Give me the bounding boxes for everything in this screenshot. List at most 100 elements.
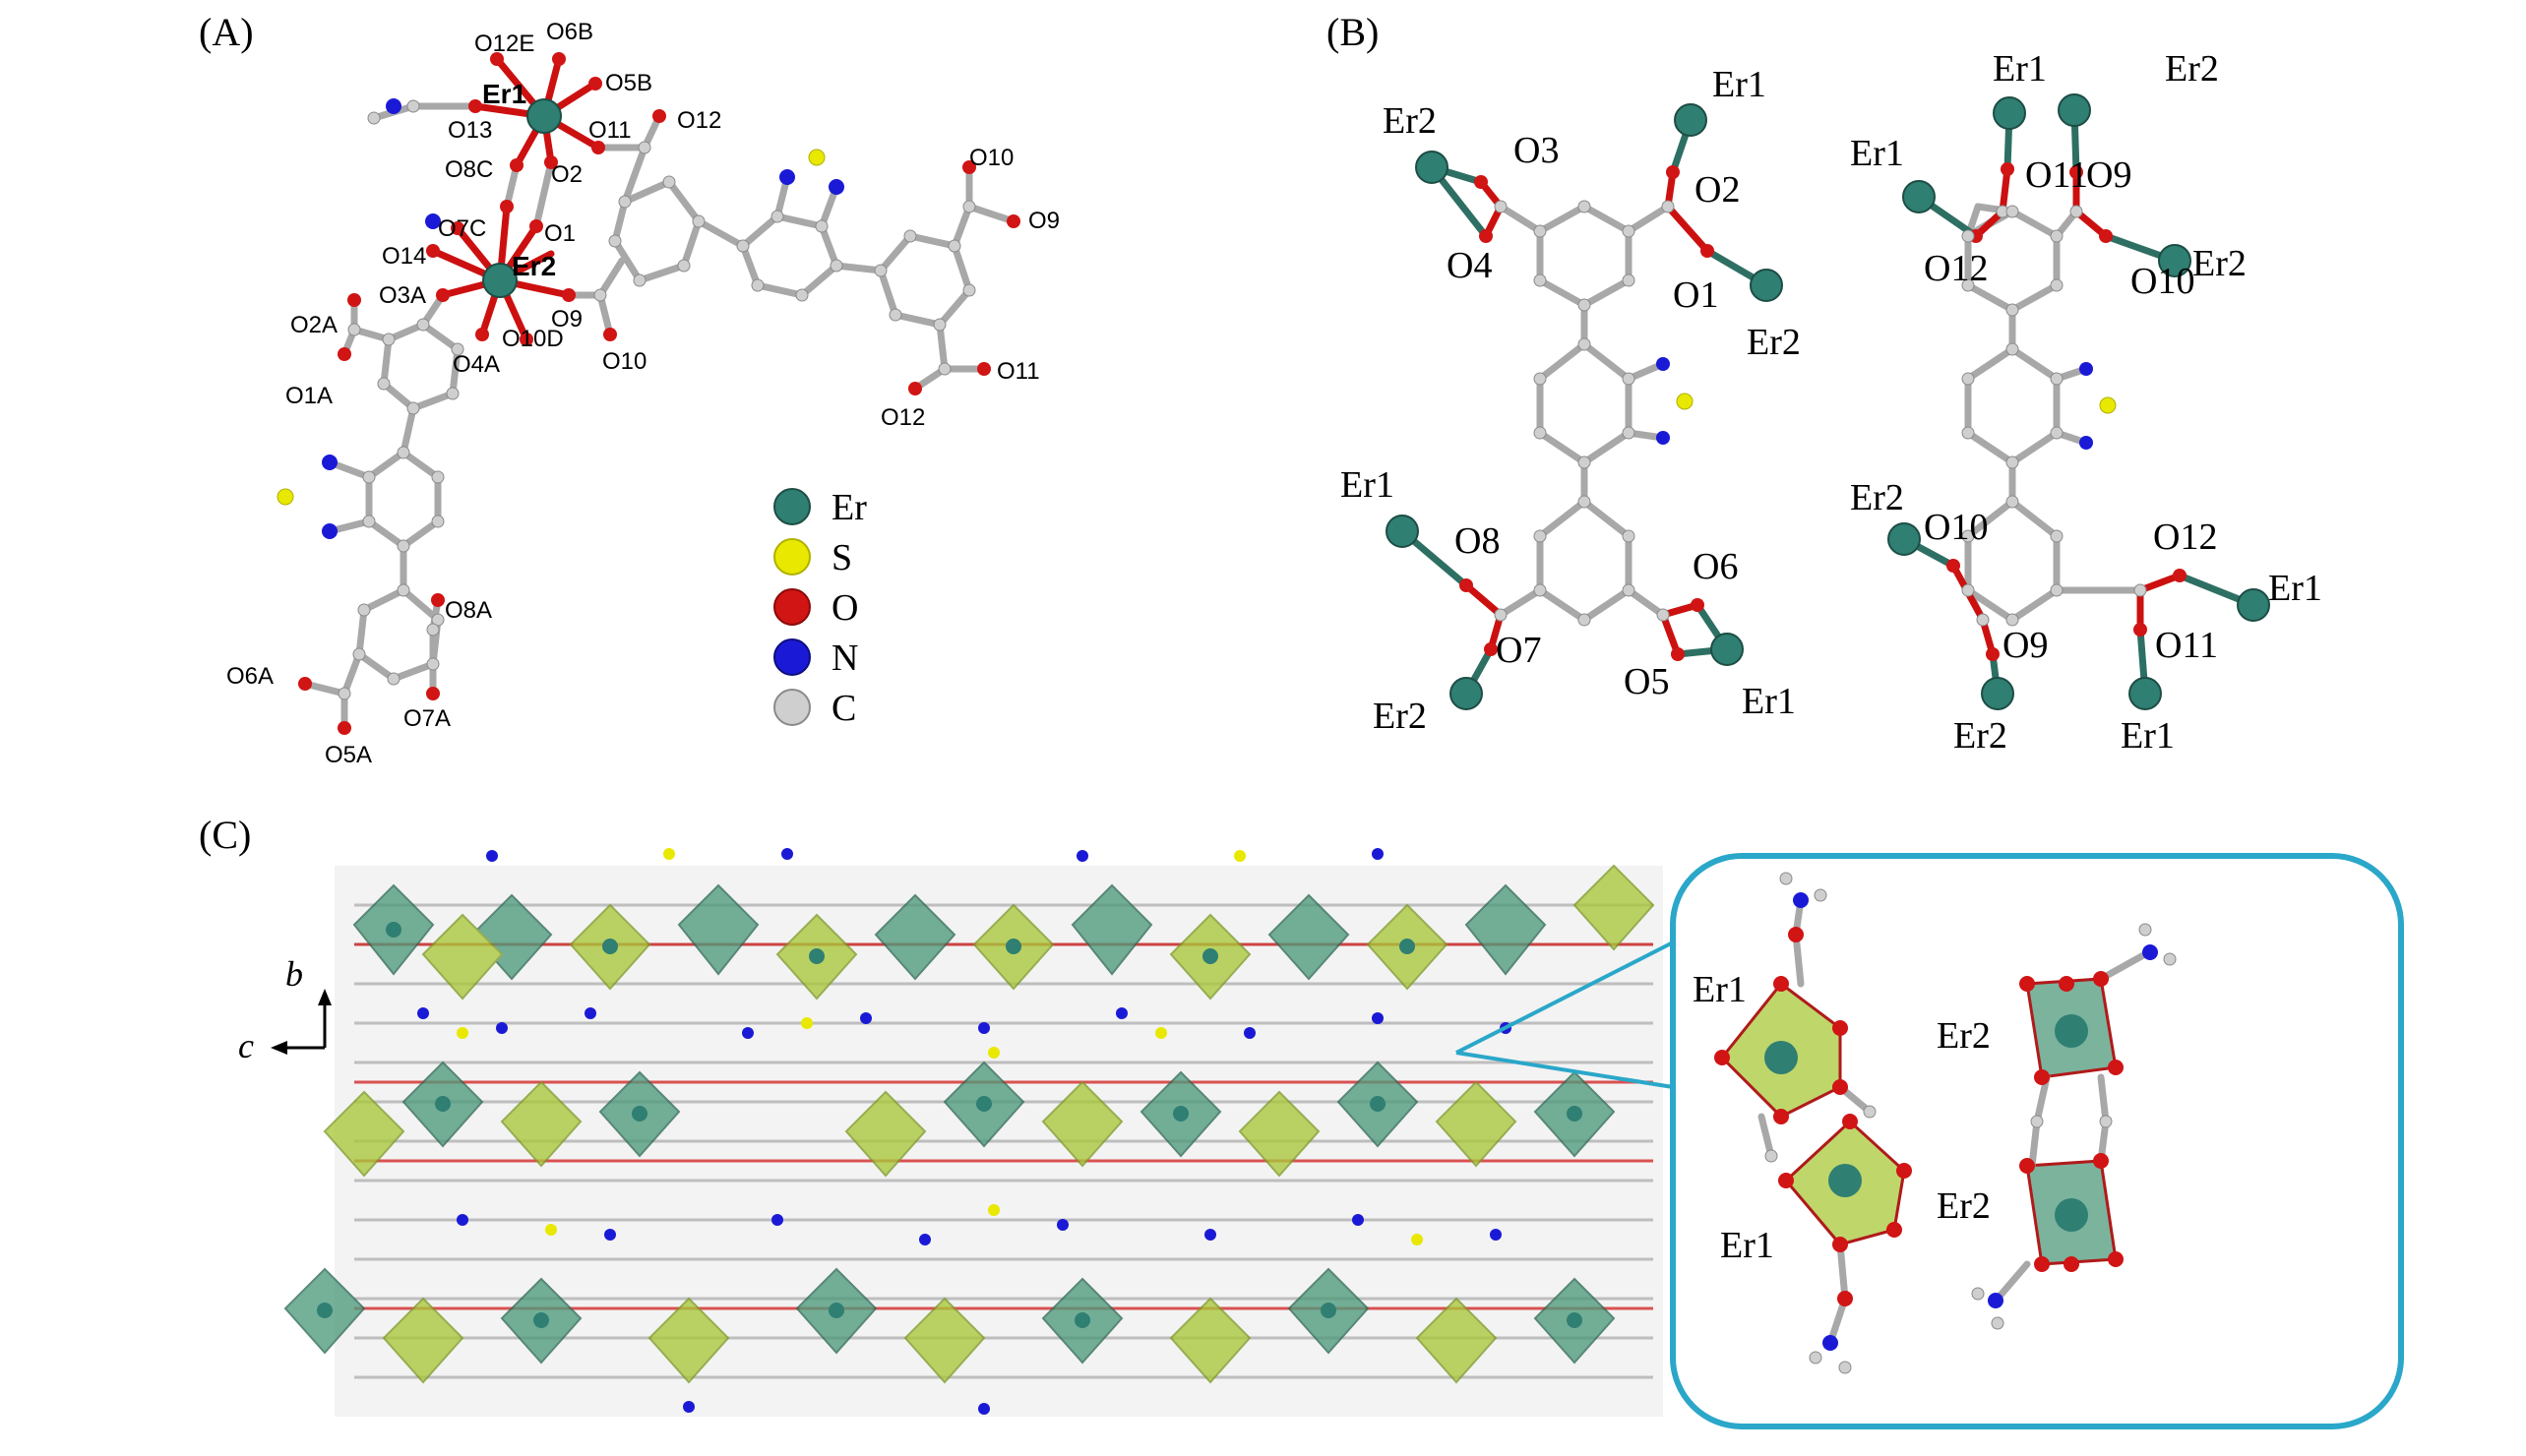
b-right-er2-left: Er2	[1850, 477, 1904, 518]
legend-item-o: O	[773, 587, 858, 629]
b-right-o11-top: O11	[2025, 154, 2088, 196]
label-o2a: O2A	[290, 312, 338, 338]
label-o5a: O5A	[325, 742, 372, 768]
label-o9-a: O9	[551, 306, 583, 333]
b-left-er2-bottom: Er2	[1373, 696, 1427, 737]
panel-label-c: (C)	[199, 813, 251, 857]
inset-label-er1-top: Er1	[1693, 969, 1747, 1010]
label-o4a: O4A	[453, 351, 500, 378]
legend-item-s: S	[773, 537, 852, 578]
label-o9-b-tail: O9	[1028, 208, 1060, 234]
b-left-o5: O5	[1624, 661, 1669, 702]
legend-n-label: N	[832, 637, 858, 679]
label-o2-a: O2	[551, 161, 583, 188]
label-o3a: O3A	[379, 282, 426, 309]
panel-c-framework	[283, 848, 1663, 1417]
panel-a-bonds	[301, 55, 1017, 732]
label-o7a: O7A	[403, 705, 451, 732]
legend-item-n: N	[773, 637, 858, 679]
b-right-o12-bottom: O12	[2153, 516, 2217, 558]
label-o12e: O12E	[474, 30, 534, 57]
inset-er2-bottom-atom	[2055, 1198, 2088, 1232]
axis-label-b: b	[285, 954, 303, 994]
inset-label-er2-bottom: Er2	[1937, 1185, 1991, 1227]
er1-atom-a	[526, 98, 562, 134]
panel-c-callout	[1455, 940, 1674, 1089]
label-o6b: O6B	[546, 19, 593, 45]
label-o12-a: O12	[677, 107, 721, 134]
b-left-er1-bottom: Er1	[1340, 464, 1394, 506]
inset-er2-top-atom	[2055, 1014, 2088, 1048]
inset-er1-bottom-atom	[1828, 1164, 1862, 1197]
legend-o-swatch	[773, 588, 811, 626]
legend-o-label: O	[832, 587, 858, 629]
label-o13: O13	[448, 117, 492, 144]
legend-c-label: C	[832, 688, 856, 729]
b-right-o10-bottom: O10	[1924, 507, 1988, 548]
inset-label-er2-top: Er2	[1937, 1015, 1991, 1057]
label-o10-b-tail: O10	[969, 145, 1014, 171]
panel-a-structure: O12E O6B Er1 O5B O13 O11 O12 O8C O2 O7C …	[226, 19, 1060, 768]
b-left-o1: O1	[1673, 274, 1718, 316]
panel-b-right-ligand: Er1 Er2 Er1 O11 O9 O12 O10 Er2 Er2 O10 O…	[1850, 48, 2322, 757]
b-left-er2-right: Er2	[1747, 322, 1801, 363]
inset-er2-dimer: Er2 Er2	[1937, 923, 2177, 1330]
panel-a-atoms	[277, 52, 1020, 735]
label-o11-b-tail: O11	[997, 358, 1040, 385]
label-o1a: O1A	[285, 383, 333, 409]
b-left-er2-top: Er2	[1383, 100, 1437, 142]
b-right-o10-top: O10	[2130, 261, 2194, 302]
b-right-er1-right: Er1	[2268, 568, 2322, 609]
panel-label-b: (B)	[1326, 10, 1379, 54]
label-o11-a: O11	[588, 117, 632, 144]
panel-b-right-bonds	[1900, 106, 2257, 698]
label-o10d: O10D	[502, 326, 564, 352]
b-left-er1-right: Er1	[1742, 681, 1796, 722]
panel-label-a: (A)	[199, 10, 254, 54]
b-left-o7: O7	[1496, 630, 1541, 671]
label-o5b: O5B	[605, 70, 652, 96]
panel-b-left-ligand: Er2 O3 Er1 O2 O4 O1 Er2 Er1 O8 O6 O7 O5 …	[1340, 64, 1801, 737]
legend-item-er: Er	[773, 487, 867, 528]
inset-label-er1-bottom: Er1	[1720, 1225, 1774, 1266]
b-left-o6: O6	[1693, 546, 1738, 587]
panel-b-right-atoms	[1887, 93, 2270, 710]
panel-a-labels: O12E O6B Er1 O5B O13 O11 O12 O8C O2 O7C …	[226, 19, 1060, 768]
legend-er-label: Er	[832, 487, 867, 528]
panel-c-inset: Er1 Er1	[1670, 853, 2404, 1429]
label-o6a: O6A	[226, 663, 274, 690]
b-left-er1-top: Er1	[1712, 64, 1766, 105]
b-right-o9-bottom: O9	[2002, 625, 2048, 666]
b-right-er1-top: Er1	[1993, 48, 2047, 90]
label-o8c: O8C	[445, 156, 493, 183]
inset-er1-dimer: Er1 Er1	[1693, 872, 1912, 1374]
label-o14: O14	[382, 243, 426, 270]
b-right-o12-top: O12	[1924, 248, 1988, 289]
label-er1-a: Er1	[482, 79, 526, 109]
b-right-er2-bottom: Er2	[1953, 715, 2007, 757]
legend-s-swatch	[773, 538, 811, 576]
legend-item-c: C	[773, 688, 856, 729]
legend-er-swatch	[773, 488, 811, 525]
legend-n-swatch	[773, 638, 811, 676]
inset-er1-top-atom	[1764, 1041, 1798, 1074]
b-left-o4: O4	[1447, 245, 1492, 286]
legend-c-swatch	[773, 689, 811, 726]
label-er2-a: Er2	[512, 251, 556, 281]
panel-c-axes: b c	[238, 954, 332, 1065]
label-o10-a: O10	[602, 348, 647, 375]
label-o1-a: O1	[544, 220, 576, 247]
b-right-er1-bottom: Er1	[2121, 715, 2175, 757]
b-right-o9-top: O9	[2086, 154, 2131, 196]
legend: Er S O N C	[773, 487, 867, 729]
label-o8a: O8A	[445, 597, 492, 624]
label-o7c: O7C	[438, 215, 486, 242]
b-right-er1-left: Er1	[1850, 133, 1904, 174]
axis-label-c: c	[238, 1026, 254, 1065]
b-right-o11-bottom: O11	[2155, 625, 2218, 666]
panel-b-right-labels: Er1 Er2 Er1 O11 O9 O12 O10 Er2 Er2 O10 O…	[1850, 48, 2322, 757]
panel-b-left-labels: Er2 O3 Er1 O2 O4 O1 Er2 Er1 O8 O6 O7 O5 …	[1340, 64, 1801, 737]
b-left-o2: O2	[1694, 169, 1740, 211]
b-right-er2-right: Er2	[2192, 243, 2247, 284]
